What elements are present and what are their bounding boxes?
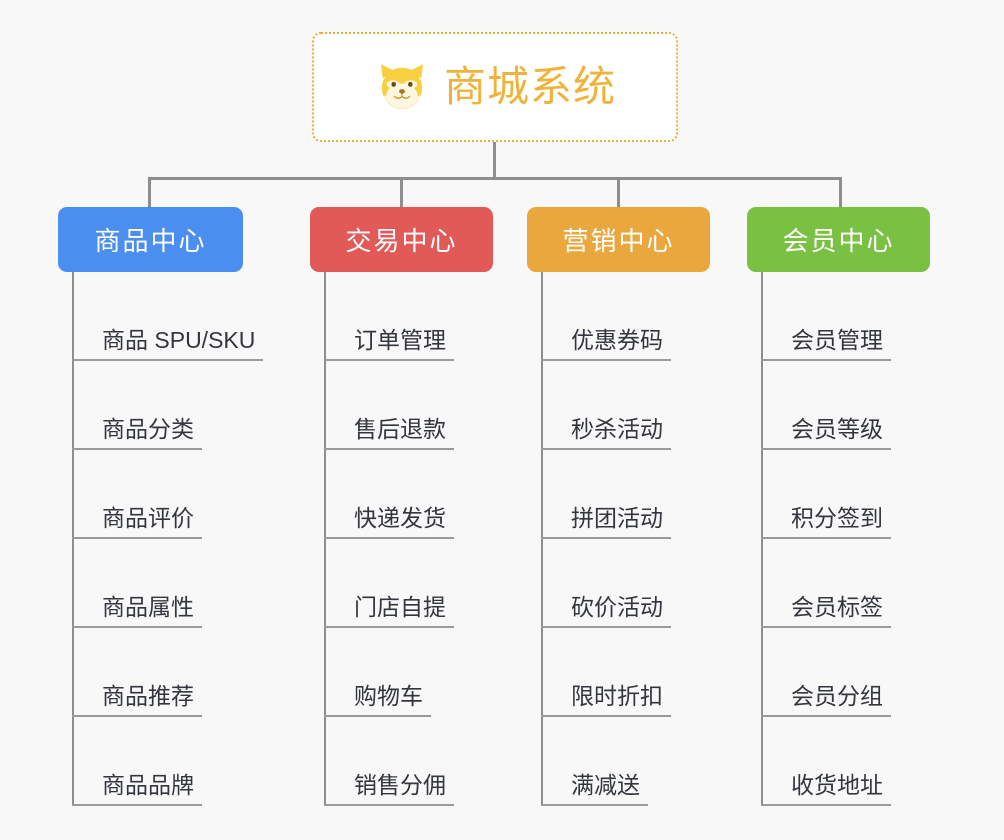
branch-header-trade-center[interactable]: 交易中心 xyxy=(310,207,493,272)
leaf-label: 砍价活动 xyxy=(541,594,671,628)
leaf-label: 商品分类 xyxy=(72,416,202,450)
leaf-item[interactable]: 会员等级 xyxy=(761,361,891,450)
branch-spine-marketing-center xyxy=(541,272,543,806)
root-node[interactable]: 商城系统 xyxy=(312,32,678,142)
branch-header-member-center[interactable]: 会员中心 xyxy=(747,207,930,272)
connector-root-stem xyxy=(493,142,496,179)
leaf-label: 商品评价 xyxy=(72,505,202,539)
leaf-item[interactable]: 优惠券码 xyxy=(541,272,671,361)
leaf-label: 会员分组 xyxy=(761,683,891,717)
leaf-item[interactable]: 商品评价 xyxy=(72,450,263,539)
root-title: 商城系统 xyxy=(443,63,616,110)
branch-item-list-trade-center: 订单管理 售后退款 快递发货 门店自提 购物车 销售分佣 xyxy=(324,272,454,806)
shiba-dog-face-icon xyxy=(380,64,423,109)
leaf-item[interactable]: 商品分类 xyxy=(72,361,263,450)
leaf-item[interactable]: 订单管理 xyxy=(324,272,454,361)
leaf-item[interactable]: 购物车 xyxy=(324,628,454,717)
connector-drop-trade-center xyxy=(400,177,403,209)
leaf-item[interactable]: 收货地址 xyxy=(761,717,891,806)
branch-spine-member-center xyxy=(761,272,763,806)
connector-drop-marketing-center xyxy=(617,177,620,209)
connector-drop-member-center xyxy=(839,177,842,209)
leaf-label: 限时折扣 xyxy=(541,683,671,717)
leaf-label: 会员管理 xyxy=(761,327,891,361)
leaf-item[interactable]: 会员分组 xyxy=(761,628,891,717)
leaf-label: 积分签到 xyxy=(761,505,891,539)
branch-header-product-center[interactable]: 商品中心 xyxy=(58,207,243,272)
leaf-item[interactable]: 商品 SPU/SKU xyxy=(72,272,264,361)
leaf-item[interactable]: 会员标签 xyxy=(761,539,891,628)
leaf-item[interactable]: 商品品牌 xyxy=(72,717,263,806)
leaf-item[interactable]: 售后退款 xyxy=(324,361,454,450)
leaf-label: 会员等级 xyxy=(761,416,891,450)
branch-header-marketing-center[interactable]: 营销中心 xyxy=(527,207,710,272)
leaf-label: 满减送 xyxy=(541,772,648,806)
leaf-label: 商品推荐 xyxy=(72,683,202,717)
leaf-item[interactable]: 商品推荐 xyxy=(72,628,263,717)
branch-header-label: 营销中心 xyxy=(562,226,675,256)
leaf-item[interactable]: 限时折扣 xyxy=(541,628,671,717)
leaf-label: 拼团活动 xyxy=(541,505,671,539)
leaf-item[interactable]: 砍价活动 xyxy=(541,539,671,628)
leaf-item[interactable]: 销售分佣 xyxy=(324,717,454,806)
connector-drop-product-center xyxy=(148,177,151,209)
leaf-item[interactable]: 门店自提 xyxy=(324,539,454,628)
connector-bus-bar xyxy=(148,177,842,180)
branch-header-label: 交易中心 xyxy=(345,226,458,256)
leaf-item[interactable]: 商品属性 xyxy=(72,539,263,628)
leaf-label: 商品品牌 xyxy=(72,772,202,806)
branch-item-list-product-center: 商品 SPU/SKU 商品分类 商品评价 商品属性 商品推荐 商品品牌 xyxy=(72,272,264,806)
leaf-label: 销售分佣 xyxy=(324,772,454,806)
branch-header-label: 会员中心 xyxy=(782,226,895,256)
leaf-label: 售后退款 xyxy=(324,416,454,450)
branch-header-label: 商品中心 xyxy=(94,226,207,256)
leaf-label: 购物车 xyxy=(324,683,431,717)
leaf-item[interactable]: 快递发货 xyxy=(324,450,454,539)
leaf-label: 优惠券码 xyxy=(541,327,671,361)
branch-item-list-marketing-center: 优惠券码 秒杀活动 拼团活动 砍价活动 限时折扣 满减送 xyxy=(541,272,671,806)
leaf-label: 商品属性 xyxy=(72,594,202,628)
leaf-item[interactable]: 满减送 xyxy=(541,717,671,806)
branch-spine-product-center xyxy=(72,272,74,806)
leaf-label: 会员标签 xyxy=(761,594,891,628)
leaf-item[interactable]: 积分签到 xyxy=(761,450,891,539)
leaf-label: 订单管理 xyxy=(324,327,454,361)
leaf-label: 商品 SPU/SKU xyxy=(72,327,264,361)
branch-item-list-member-center: 会员管理 会员等级 积分签到 会员标签 会员分组 收货地址 xyxy=(761,272,891,806)
leaf-label: 秒杀活动 xyxy=(541,416,671,450)
leaf-label: 收货地址 xyxy=(761,772,891,806)
leaf-label: 快递发货 xyxy=(324,505,454,539)
branch-spine-trade-center xyxy=(324,272,326,806)
leaf-item[interactable]: 秒杀活动 xyxy=(541,361,671,450)
leaf-item[interactable]: 会员管理 xyxy=(761,272,891,361)
leaf-label: 门店自提 xyxy=(324,594,454,628)
leaf-item[interactable]: 拼团活动 xyxy=(541,450,671,539)
